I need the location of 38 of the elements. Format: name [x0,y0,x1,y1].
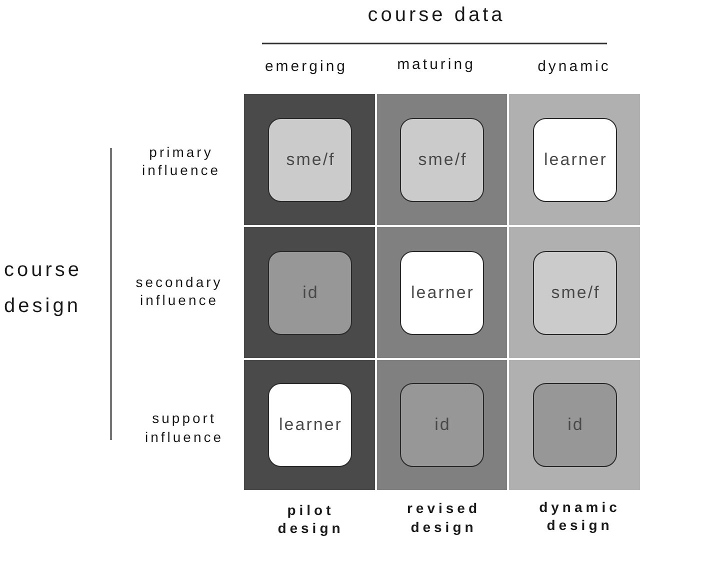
row-header: primary influence [140,143,222,179]
column-header: dynamic [536,58,612,76]
role-label: id [434,415,451,435]
role-box [400,118,484,202]
matrix-cell [377,360,507,490]
role-label: sme/f [550,283,600,303]
stage-label: pilot design [276,501,345,537]
row-header: support influence [144,409,225,447]
column-header: maturing [396,56,476,74]
stage-label: dynamic design [538,498,622,534]
stage-label: revised design [406,499,482,537]
role-box [533,251,617,335]
role-box [400,251,484,335]
matrix-cell [509,227,640,358]
matrix-cell [509,360,640,490]
matrix-cell [244,227,375,358]
axis-title: course data [366,3,506,27]
axis-title: course design [4,258,84,319]
row-header: secondary influence [134,273,224,309]
role-box [268,251,352,335]
role-box [533,118,617,202]
role-box [533,383,617,467]
role-label: id [302,283,319,303]
role-box [268,118,352,202]
role-label: learner [278,415,342,435]
role-label: sme/f [285,150,336,170]
role-box [268,383,352,467]
matrix-cell [244,94,375,225]
role-label: learner [410,283,474,303]
matrix-cell [509,94,640,225]
role-label: sme/f [417,150,468,170]
matrix-cell [244,360,375,490]
matrix-cell [377,227,507,358]
role-label: id [566,415,584,435]
column-header: emerging [264,58,349,76]
role-label: learner [543,150,608,170]
role-box [400,383,484,467]
matrix-cell [377,94,507,225]
